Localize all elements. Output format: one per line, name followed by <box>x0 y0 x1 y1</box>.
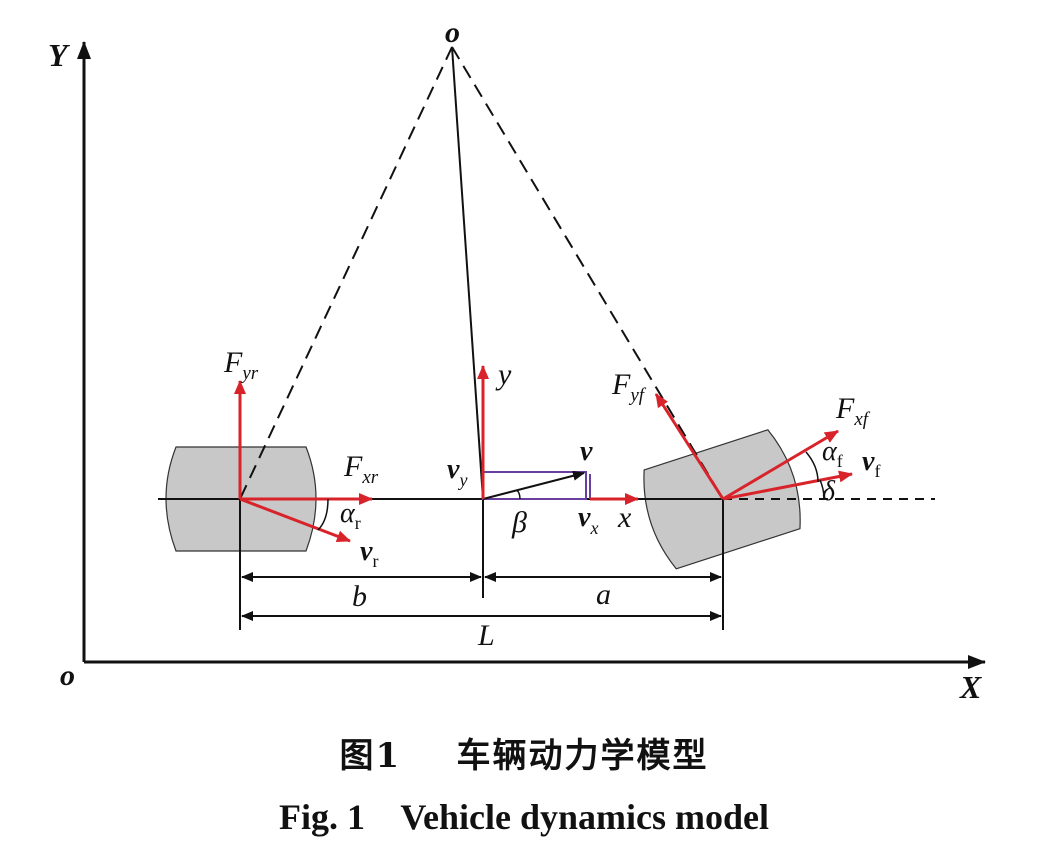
force-arrows <box>234 365 853 543</box>
figure-title-cn: 车辆动力学模型 <box>456 736 709 776</box>
vf-arrow <box>722 470 853 501</box>
dimension-a-label: a <box>596 578 611 611</box>
figure-title-en: Vehicle dynamics model <box>400 797 770 837</box>
vr-label: vr <box>360 536 378 571</box>
front-radius-line <box>451 46 724 500</box>
vy-label: vy <box>447 454 467 490</box>
delta-label: δ <box>822 476 836 507</box>
dimension-L-label: L <box>477 619 495 652</box>
global-axes <box>77 41 986 669</box>
Fyr-label: Fyr <box>223 346 259 384</box>
Fyf-arrow <box>654 393 725 500</box>
beta-label: β <box>511 506 527 539</box>
vf-label: vf <box>862 446 880 481</box>
figure-number-cn: 图1 <box>339 736 402 776</box>
y-axis-label: Y <box>48 37 70 73</box>
vr-arrow <box>239 497 351 543</box>
alpha-r-arc <box>317 498 329 531</box>
figure-caption-chinese: 图1 车辆动力学模型 <box>0 728 1048 777</box>
cg-radius-line <box>451 46 484 500</box>
cg-velocity-arrow <box>482 470 585 500</box>
dimension-b-label: b <box>352 580 367 613</box>
delta-arc <box>819 479 825 500</box>
alpha-f-label: αf <box>822 436 843 471</box>
v-label: v <box>580 436 593 467</box>
Fxf-label: Fxf <box>835 392 871 430</box>
rear-radius-line <box>239 46 453 500</box>
Fyf-label: Fyf <box>611 368 647 406</box>
origin-bottom-label: o <box>60 659 75 692</box>
Fxr-label: Fxr <box>343 450 379 488</box>
Fxf-arrow <box>722 429 839 501</box>
alpha-r-label: αr <box>340 498 361 533</box>
y-local-label: y <box>495 358 512 391</box>
vx-label: vx <box>578 502 598 538</box>
figure-caption-english: Fig. 1 Vehicle dynamics model <box>0 796 1048 838</box>
figure-number-en: Fig. 1 <box>278 797 365 837</box>
origin-top-label: o <box>445 16 460 49</box>
x-local-label: x <box>617 501 632 534</box>
vehicle-dynamics-diagram: o o Y X Fyr Fxr αr vr y vy v β vx x Fyf … <box>48 16 986 705</box>
x-axis-label: X <box>959 669 982 705</box>
alpha-f-arc <box>805 451 819 483</box>
beta-arc <box>515 489 521 500</box>
